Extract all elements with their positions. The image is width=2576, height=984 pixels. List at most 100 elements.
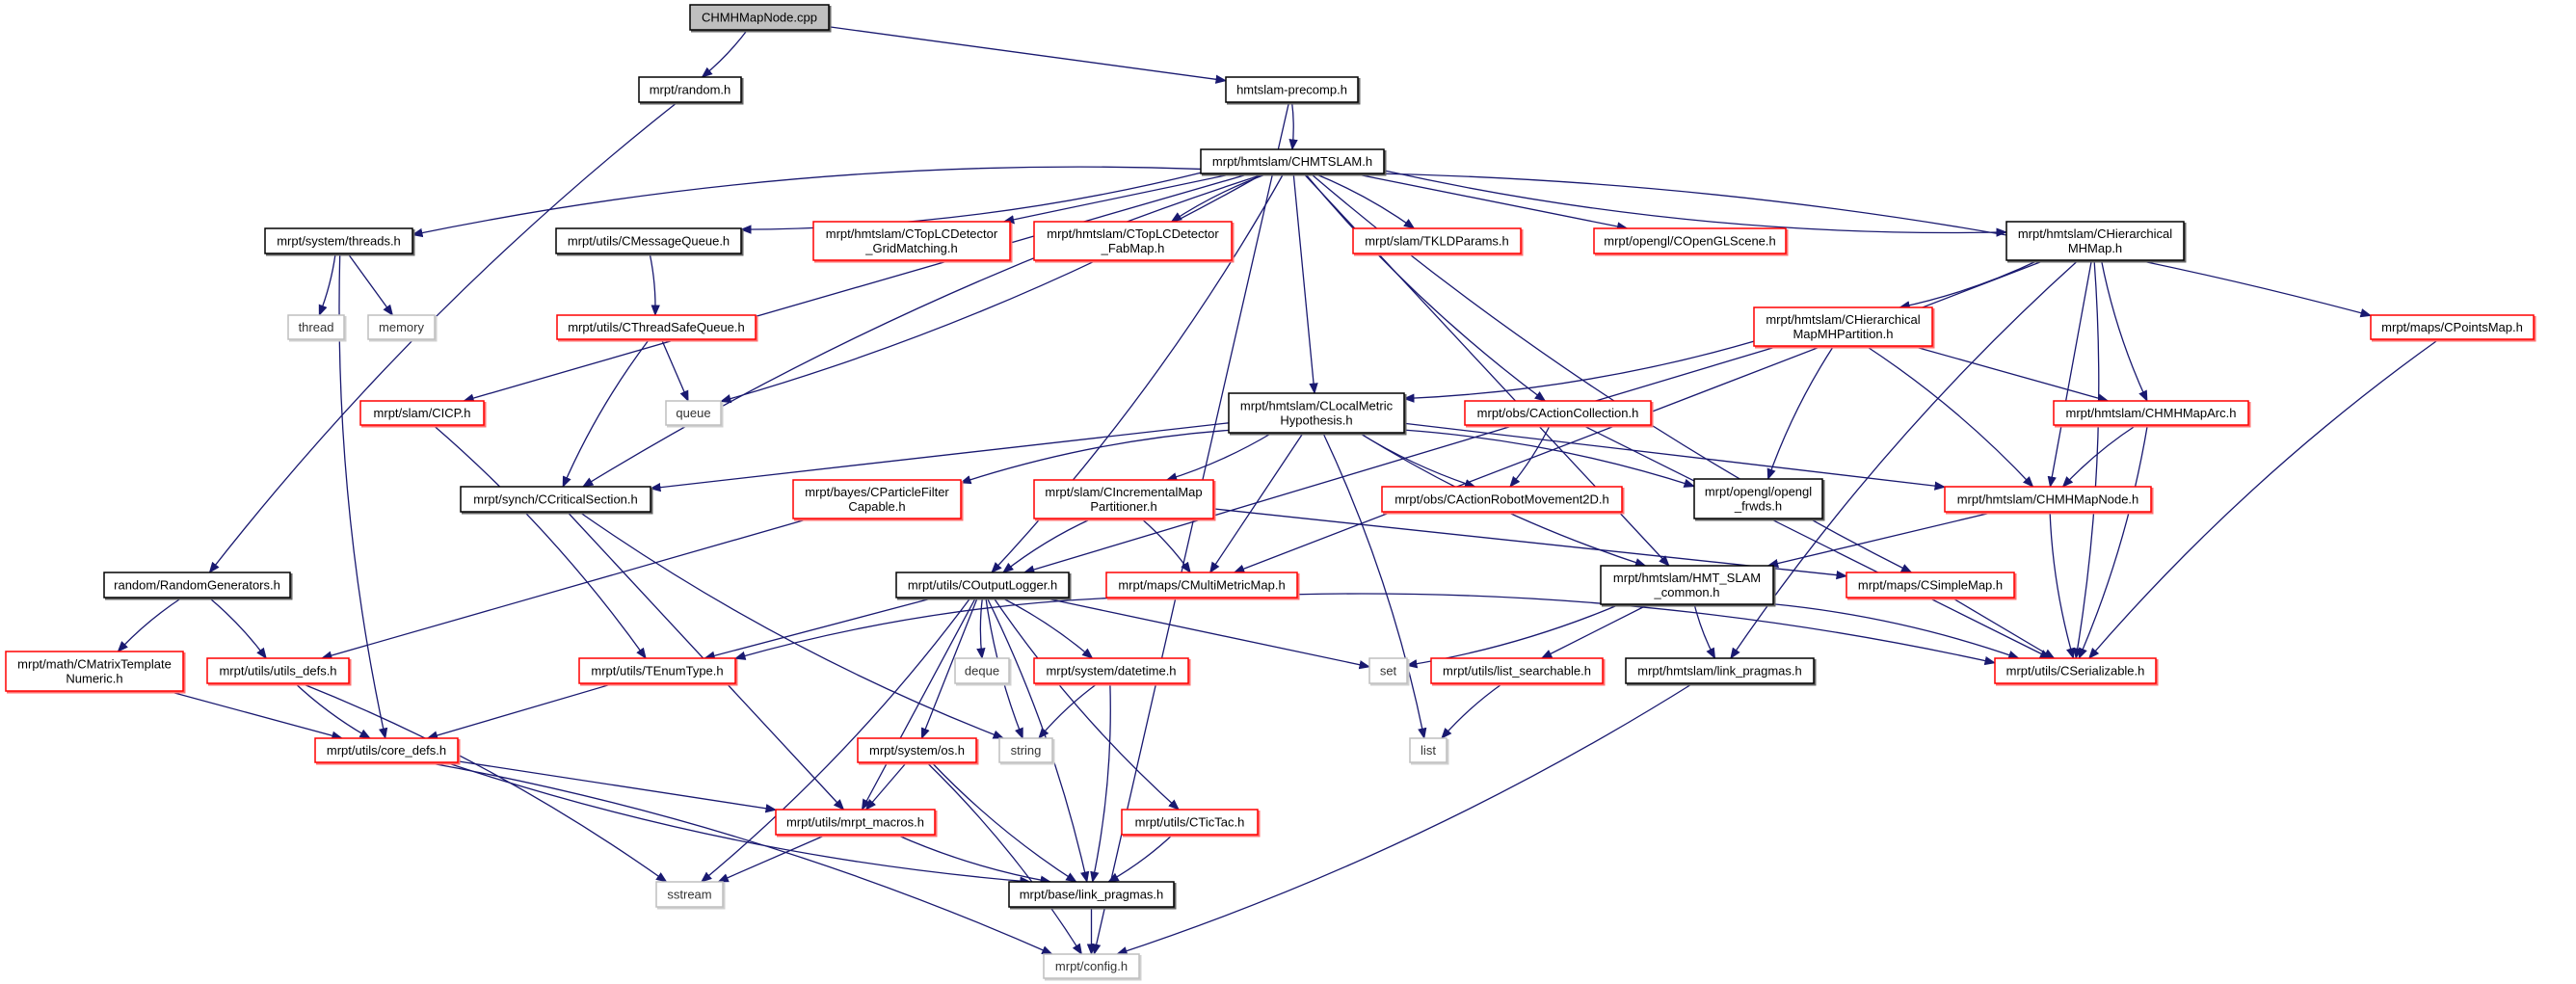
graph-node-tkld[interactable]: mrpt/slam/TKLDParams.h bbox=[1352, 227, 1524, 256]
node-shadow bbox=[266, 229, 415, 256]
graph-node-tictac[interactable]: mrpt/utils/CTicTac.h bbox=[1121, 809, 1261, 838]
edge-chmtslam-to-queue bbox=[719, 173, 1264, 404]
graph-node-root[interactable]: CHMHMapNode.cpp bbox=[689, 4, 832, 33]
graph-node-string[interactable]: string bbox=[998, 737, 1055, 765]
node-label: hmtslam-precomp.h bbox=[1236, 83, 1347, 97]
edge-listsearch-to-list bbox=[1441, 682, 1503, 739]
node-shadow bbox=[657, 883, 726, 910]
node-box bbox=[1430, 657, 1604, 684]
graph-node-macros[interactable]: mrpt/utils/mrpt_macros.h bbox=[775, 809, 938, 838]
node-label: _frwds.h bbox=[1734, 499, 1782, 514]
node-label: mrpt/math/CMatrixTemplate bbox=[17, 657, 172, 672]
node-box bbox=[1464, 400, 1652, 426]
graph-node-mapnode[interactable]: mrpt/hmtslam/CHMHMapNode.h bbox=[1944, 486, 2154, 515]
node-label: Hypothesis.h bbox=[1280, 413, 1352, 428]
graph-node-queue[interactable]: queue bbox=[665, 400, 724, 428]
node-label: mrpt/utils/CTicTac.h bbox=[1135, 815, 1245, 830]
graph-node-tsqueue[interactable]: mrpt/utils/CThreadSafeQueue.h bbox=[556, 314, 758, 342]
graph-node-coredefs[interactable]: mrpt/utils/core_defs.h bbox=[314, 737, 461, 765]
edge-macros-to-sstream bbox=[717, 834, 827, 883]
edge-logger-to-datetime bbox=[1000, 597, 1094, 659]
graph-node-gridmatch[interactable]: mrpt/hmtslam/CTopLCDetector_GridMatching… bbox=[812, 221, 1013, 263]
graph-node-logger[interactable]: mrpt/utils/COutputLogger.h bbox=[895, 572, 1072, 600]
graph-node-serializable[interactable]: mrpt/utils/CSerializable.h bbox=[1994, 657, 2159, 686]
edge-hmtcommon-to-hmtpragmas bbox=[1693, 603, 1716, 660]
edge-chmtslam-to-actioncoll bbox=[1304, 173, 1547, 402]
graph-node-chmtslam[interactable]: mrpt/hmtslam/CHMTSLAM.h bbox=[1200, 148, 1387, 176]
graph-node-actioncoll[interactable]: mrpt/obs/CActionCollection.h bbox=[1464, 400, 1654, 428]
graph-node-fabmap[interactable]: mrpt/hmtslam/CTopLCDetector_FabMap.h bbox=[1033, 221, 1235, 263]
node-shadow bbox=[1010, 883, 1177, 910]
edge-coredefs-to-macros bbox=[457, 760, 778, 813]
node-label: mrpt/maps/CMultiMetricMap.h bbox=[1118, 578, 1285, 593]
node-box bbox=[689, 4, 830, 31]
graph-node-thread[interactable]: thread bbox=[287, 314, 347, 342]
graph-node-config[interactable]: mrpt/config.h bbox=[1043, 953, 1142, 981]
node-label: mrpt/hmtslam/CHMHMapArc.h bbox=[2066, 406, 2237, 420]
graph-node-memory[interactable]: memory bbox=[367, 314, 438, 342]
node-box bbox=[895, 572, 1070, 598]
node-label: sstream bbox=[667, 888, 711, 902]
node-shadow bbox=[1123, 811, 1261, 838]
graph-node-deque[interactable]: deque bbox=[954, 657, 1012, 686]
graph-node-critsec[interactable]: mrpt/synch/CCriticalSection.h bbox=[460, 486, 653, 515]
node-box bbox=[555, 227, 742, 254]
node-label: mrpt/utils/TEnumType.h bbox=[591, 664, 723, 678]
edge-macros-to-basepragmas bbox=[895, 834, 1052, 885]
graph-node-openglscene[interactable]: mrpt/opengl/COpenGLScene.h bbox=[1593, 227, 1789, 256]
graph-node-precomp[interactable]: hmtslam-precomp.h bbox=[1225, 76, 1361, 105]
edge-multimetric-to-serializable bbox=[1296, 593, 1997, 666]
node-label: mrpt/config.h bbox=[1055, 959, 1128, 973]
graph-node-multimetric[interactable]: mrpt/maps/CMultiMetricMap.h bbox=[1105, 572, 1300, 600]
graph-node-hmtpragmas[interactable]: mrpt/hmtslam/link_pragmas.h bbox=[1625, 657, 1817, 686]
graph-node-listsearch[interactable]: mrpt/utils/list_searchable.h bbox=[1430, 657, 1606, 686]
node-label: mrpt/slam/CIncrementalMap bbox=[1045, 485, 1202, 499]
edge-partition-to-mapnode bbox=[1865, 345, 2034, 488]
node-label: mrpt/hmtslam/CTopLCDetector bbox=[1047, 226, 1219, 241]
graph-node-datetime[interactable]: mrpt/system/datetime.h bbox=[1033, 657, 1191, 686]
node-label: mrpt/utils/COutputLogger.h bbox=[908, 578, 1057, 593]
graph-node-tenum[interactable]: mrpt/utils/TEnumType.h bbox=[578, 657, 738, 686]
node-shadow bbox=[316, 739, 461, 765]
graph-node-msgqueue[interactable]: mrpt/utils/CMessageQueue.h bbox=[555, 227, 744, 256]
graph-node-frwds[interactable]: mrpt/opengl/opengl_frwds.h bbox=[1693, 478, 1825, 521]
graph-node-simplemap[interactable]: mrpt/maps/CSimpleMap.h bbox=[1846, 572, 2017, 600]
edge-hmhmap-to-serializable bbox=[2073, 259, 2100, 660]
node-shadow bbox=[2372, 316, 2536, 342]
node-box bbox=[5, 651, 184, 692]
graph-node-maparc[interactable]: mrpt/hmtslam/CHMHMapArc.h bbox=[2053, 400, 2251, 428]
node-shadow bbox=[1602, 567, 1776, 607]
graph-node-hmtcommon[interactable]: mrpt/hmtslam/HMT_SLAM_common.h bbox=[1600, 565, 1776, 607]
graph-node-utilsdefs[interactable]: mrpt/utils/utils_defs.h bbox=[206, 657, 352, 686]
graph-node-basepragmas[interactable]: mrpt/base/link_pragmas.h bbox=[1008, 881, 1177, 910]
edge-partition-to-maparc bbox=[1911, 345, 2110, 403]
graph-node-randgen[interactable]: random/RandomGenerators.h bbox=[103, 572, 293, 600]
graph-node-pointsmap[interactable]: mrpt/maps/CPointsMap.h bbox=[2370, 314, 2536, 342]
graph-node-os[interactable]: mrpt/system/os.h bbox=[857, 737, 979, 765]
edge-actioncoll-to-robotmov bbox=[1509, 424, 1551, 488]
node-box bbox=[287, 314, 345, 340]
graph-node-sstream[interactable]: sstream bbox=[655, 881, 726, 910]
graph-node-random[interactable]: mrpt/random.h bbox=[638, 76, 744, 105]
node-label: mrpt/hmtslam/CLocalMetric bbox=[1240, 399, 1394, 413]
graph-node-robotmov[interactable]: mrpt/obs/CActionRobotMovement2D.h bbox=[1381, 486, 1625, 515]
edge-tictac-to-basepragmas bbox=[1107, 834, 1174, 883]
edge-logger-to-deque bbox=[976, 597, 986, 660]
edge-chmtslam-to-icp bbox=[463, 173, 1251, 403]
edge-randgen-to-matrix bbox=[117, 597, 183, 652]
graph-node-list[interactable]: list bbox=[1409, 737, 1449, 765]
edge-tsqueue-to-critsec bbox=[562, 338, 651, 489]
graph-node-icp[interactable]: mrpt/slam/CICP.h bbox=[359, 400, 487, 428]
edge-root-to-precomp bbox=[828, 26, 1228, 84]
graph-node-set[interactable]: set bbox=[1368, 657, 1410, 686]
node-label: mrpt/hmtslam/CHierarchical bbox=[1766, 312, 1920, 327]
node-shadow bbox=[640, 78, 744, 105]
node-shadow bbox=[814, 223, 1013, 263]
graph-node-threads[interactable]: mrpt/system/threads.h bbox=[264, 227, 415, 256]
graph-node-partition[interactable]: mrpt/hmtslam/CHierarchicalMapMHPartition… bbox=[1753, 306, 1935, 349]
